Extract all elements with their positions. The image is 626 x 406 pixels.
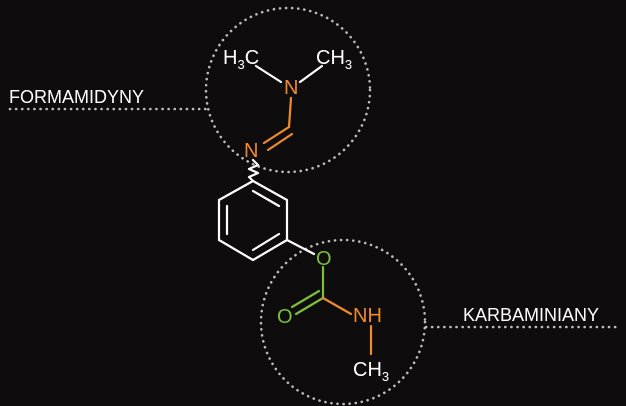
bond-n-imine-carbon bbox=[262, 125, 291, 145]
bond-n-imine-carbon-double bbox=[266, 132, 294, 152]
bond-carbon-o-carbonyl bbox=[294, 296, 325, 316]
atom-n-amine: N bbox=[284, 77, 298, 99]
atom-o-carbonyl: O bbox=[277, 306, 293, 328]
bond-ring-o-ester bbox=[285, 238, 316, 256]
bond-carbon-nh bbox=[321, 296, 353, 316]
atom-o-ester: O bbox=[316, 248, 332, 270]
carbamate-group-circle bbox=[259, 238, 427, 406]
benzene-inner-bond-1 bbox=[251, 189, 281, 208]
atom-nh: NH bbox=[353, 305, 382, 327]
bond-carbon-n-amine bbox=[287, 96, 293, 129]
bond-n-methyl-left bbox=[254, 64, 283, 84]
atom-n-imine: N bbox=[244, 140, 258, 162]
benzene-inner-bond-2 bbox=[251, 232, 281, 252]
formamidine-label: FORMAMIDYNY bbox=[9, 87, 144, 107]
atom-h3c-left: H3C bbox=[223, 47, 259, 72]
benzene-ring bbox=[217, 179, 289, 262]
bond-carbon-o-carbonyl-double bbox=[290, 289, 321, 309]
atom-ch3-right: CH3 bbox=[316, 47, 352, 72]
bond-n-methyl-right bbox=[298, 64, 324, 84]
atom-ch3-bottom: CH3 bbox=[353, 359, 389, 384]
wavy-bond bbox=[247, 158, 260, 183]
carbamate-label: KARBAMINIANY bbox=[463, 305, 599, 325]
formamidine-group-circle bbox=[204, 6, 372, 174]
